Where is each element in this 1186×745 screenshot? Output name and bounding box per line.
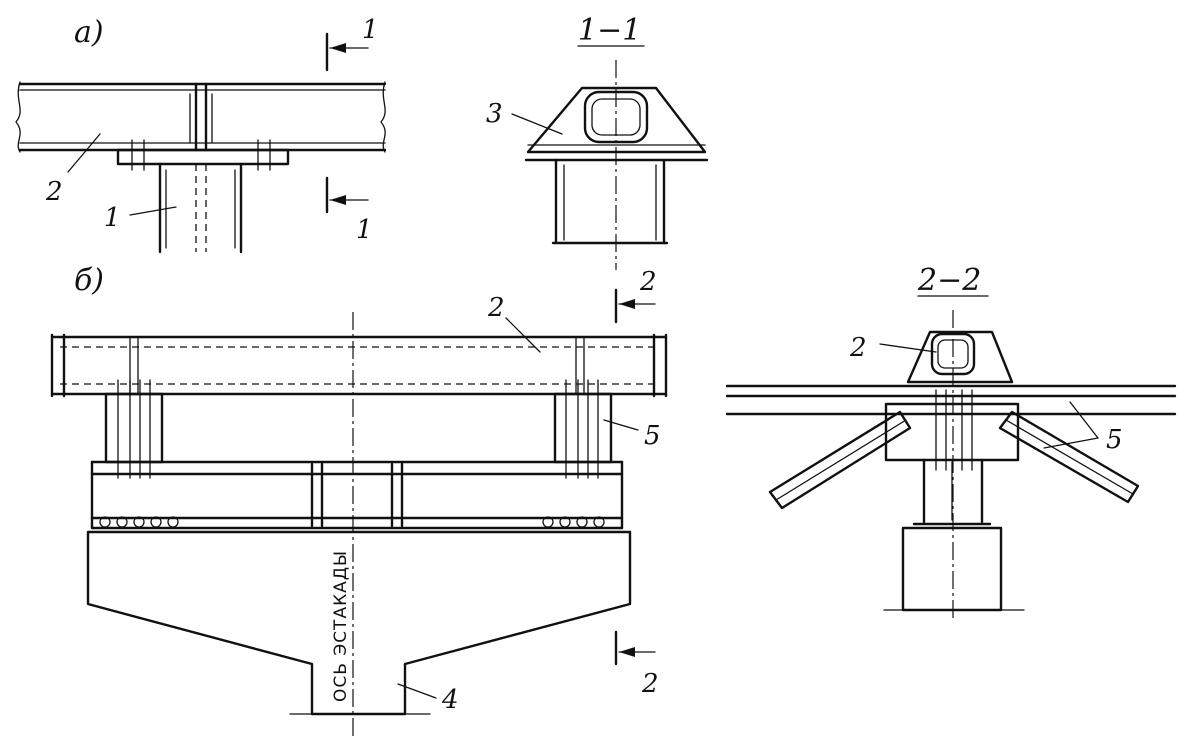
section-2-number-top: 2 bbox=[639, 267, 657, 297]
view-b-cross-girder bbox=[90, 460, 624, 530]
callout-a-beam: 2 bbox=[45, 177, 63, 207]
view-b: б) bbox=[50, 263, 668, 736]
view-a-beam bbox=[15, 81, 387, 153]
section-2-2: 2−2 bbox=[725, 263, 1177, 618]
view-a-label: а) bbox=[74, 15, 104, 50]
section-2-pier bbox=[901, 526, 1003, 612]
section-1-1: 1−1 3 bbox=[486, 13, 709, 270]
section-1-title: 1−1 bbox=[578, 13, 641, 48]
section-1-number-bottom: 1 bbox=[356, 215, 373, 245]
view-a-column bbox=[158, 162, 243, 254]
section-1-marker: 1 1 bbox=[325, 15, 379, 245]
section-1-number-top: 1 bbox=[362, 15, 379, 45]
view-b-brace-left bbox=[104, 379, 164, 479]
view-b-pier bbox=[86, 530, 632, 716]
callout-a-column: 1 bbox=[104, 203, 121, 233]
callout-s2-beam: 2 bbox=[849, 333, 867, 363]
view-b-label: б) bbox=[74, 263, 104, 298]
section-2-title: 2−2 bbox=[917, 263, 981, 298]
callout-b-brace: 5 bbox=[644, 421, 661, 451]
bridge-axis-label: ОСЬ ЭСТАКАДЫ bbox=[331, 550, 351, 702]
view-a: а) bbox=[15, 15, 387, 254]
view-b-beam bbox=[50, 333, 668, 398]
callout-b-beam: 2 bbox=[487, 293, 505, 323]
callout-s2-brace: 5 bbox=[1106, 425, 1123, 455]
section-2-number-bottom: 2 bbox=[641, 669, 659, 699]
section-2-brace-right bbox=[998, 410, 1140, 504]
section-2-brace-left bbox=[768, 410, 912, 510]
section-2-gusset bbox=[884, 402, 1020, 462]
callout-b-pier: 4 bbox=[441, 685, 459, 715]
view-b-brace-right bbox=[553, 379, 613, 479]
section-1-bracket bbox=[526, 86, 707, 154]
callout-s1-bracket: 3 bbox=[486, 99, 503, 129]
view-a-cap-plate bbox=[116, 139, 290, 171]
section-2-marker: 2 2 bbox=[614, 267, 659, 699]
